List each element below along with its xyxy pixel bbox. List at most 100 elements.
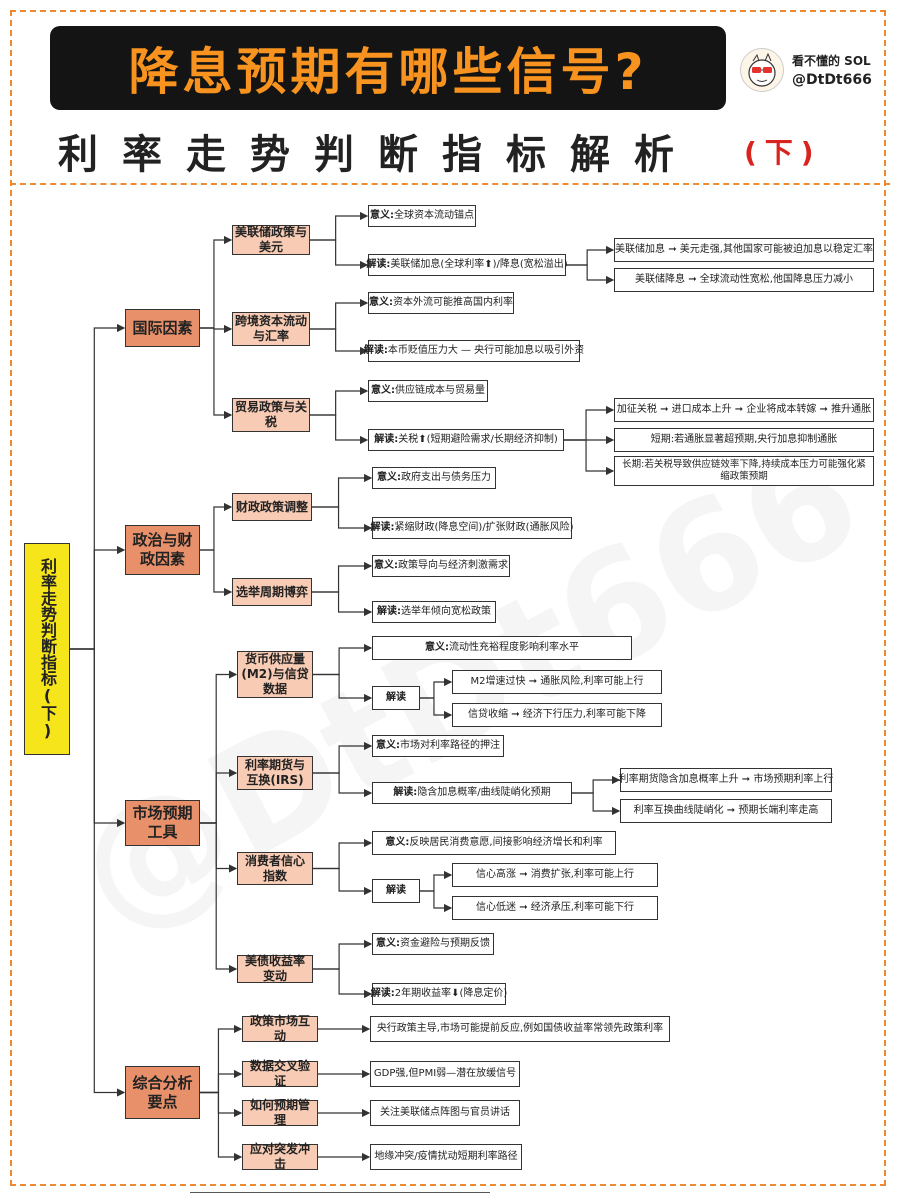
node-s2: 数据交叉验证 [242, 1059, 318, 1088]
connector-fed_j-fed_j1 [566, 245, 615, 266]
node-cci: 消费者信心指数 [237, 852, 313, 885]
node-intl: 国际因素 [125, 309, 200, 347]
connector-root-syn [70, 648, 126, 1097]
connector-m2-m2_m [313, 643, 373, 676]
node-label-prefix: 解读: [393, 786, 418, 798]
node-label: 数据交叉验证 [249, 1059, 310, 1088]
node-label-prefix: 意义: [370, 209, 394, 221]
connector-intl-fed [200, 235, 233, 329]
node-label-prefix: 解读: [377, 605, 401, 617]
node-label-prefix: 解读: [370, 987, 395, 999]
connector-intl-trade [200, 327, 233, 420]
node-label: 全球资本流动锚点 [394, 209, 474, 221]
node-label: 信心低迷 ➞ 经济承压,利率可能下行 [476, 901, 634, 913]
node-label: 信心高涨 ➞ 消费扩张,利率可能上行 [476, 868, 634, 880]
node-irs: 利率期货与互换(IRS) [237, 756, 313, 790]
connector-trade_j-trade_j1 [564, 405, 615, 441]
author-handle: @DtDt666 [792, 72, 872, 88]
connector-syn-s3 [200, 1091, 243, 1118]
node-m2-j1: M2增速过快 ➞ 通胀风险,利率可能上行 [452, 670, 662, 694]
node-label-prefix: 意义: [377, 471, 401, 483]
node-trade-j2: 短期:若通胀显著超预期,央行加息抑制通胀 [614, 428, 874, 452]
node-label-prefix: 解读: [374, 433, 399, 445]
node-fed: 美联储政策与美元 [232, 225, 310, 255]
node-label: 如何预期管理 [249, 1098, 310, 1127]
node-label: 利率期货隐含加息概率上升 ➞ 市场预期利率上行 [618, 773, 834, 785]
connector-fiscal-fiscal_m [312, 473, 373, 508]
node-label: M2增速过快 ➞ 通胀风险,利率可能上行 [470, 675, 644, 687]
connector-root-pol [70, 545, 126, 650]
node-s1-t: 央行政策主导,市场可能提前反应,例如国债收益率常领先政策利率 [370, 1016, 670, 1042]
node-m2: 货币供应量(M2)与信贷数据 [237, 651, 313, 698]
node-mkt: 市场预期工具 [125, 800, 200, 846]
node-trade-m: 意义:供应链成本与贸易量 [368, 380, 488, 402]
root-node: 利率走势判断指标(下) [24, 543, 70, 755]
node-label-prefix: 解读 [386, 691, 406, 703]
node-ust: 美债收益率变动 [237, 954, 313, 983]
node-label-prefix: 解读: [363, 344, 388, 356]
node-s1: 政策市场互动 [242, 1014, 318, 1043]
node-irs-m: 意义:市场对利率路径的押注 [372, 735, 504, 757]
node-fiscal-j: 解读:紧缩财政(降息空间)/扩张财政(通胀风险) [370, 517, 574, 539]
node-cci-j1: 信心高涨 ➞ 消费扩张,利率可能上行 [452, 863, 658, 887]
connector-syn-s2 [200, 1069, 243, 1094]
node-s4-t: 地缘冲突/疫情扰动短期利率路径 [370, 1144, 522, 1170]
node-label: 国际因素 [132, 318, 193, 337]
node-trade-j1: 加征关税 ➞ 进口成本上升 ➞ 企业将成本转嫁 ➞ 推升通胀 [614, 398, 874, 422]
connector-trade-trade_j [310, 414, 369, 445]
connector-trade-trade_m [310, 386, 369, 416]
node-label: 央行政策主导,市场可能提前反应,例如国债收益率常领先政策利率 [376, 1022, 664, 1034]
node-trade-j3: 长期:若关税导致供应链效率下降,持续成本压力可能强化紧缩政策预期 [614, 456, 874, 486]
connector-elect-elect_m [312, 561, 373, 593]
page-title: 降息预期有哪些信号? [128, 43, 648, 101]
node-label: 政策导向与经济刺激需求 [398, 559, 508, 571]
connector-ust-ust_j [313, 968, 373, 999]
node-irs-j2: 利率互换曲线陡峭化 ➞ 预期长端利率走高 [620, 799, 832, 823]
node-label: 选举周期博弈 [235, 584, 308, 599]
avatar[interactable] [740, 48, 784, 92]
node-m2-j: 解读 [372, 686, 420, 710]
node-cci-j: 解读 [372, 879, 420, 903]
connector-pol-elect [200, 549, 233, 597]
page-subtitle: 利率走势判断指标解析 [58, 132, 698, 178]
node-cci-m: 意义:反映居民消费意愿,间接影响经济增长和利率 [372, 831, 616, 855]
node-m2-j2: 信贷收缩 ➞ 经济下行压力,利率可能下降 [452, 703, 662, 727]
node-label: 美联储政策与美元 [235, 225, 308, 254]
node-elect-m: 意义:政策导向与经济刺激需求 [372, 555, 510, 577]
node-label-prefix: 意义: [374, 559, 398, 571]
node-label: 资本外流可能推高国内利率 [393, 296, 513, 308]
node-label: 地缘冲突/疫情扰动短期利率路径 [374, 1150, 518, 1162]
node-label: 美联储加息 ➞ 美元走强,其他国家可能被迫加息以稳定汇率 [615, 243, 873, 255]
node-label: 利率互换曲线陡峭化 ➞ 预期长端利率走高 [633, 804, 819, 816]
node-label-prefix: 解读: [370, 521, 395, 533]
connector-irs-irs_m [313, 741, 373, 774]
node-trade: 贸易政策与关税 [232, 398, 310, 432]
node-label: 政策市场互动 [249, 1014, 310, 1043]
node-label: 关注美联储点阵图与官员讲话 [380, 1106, 510, 1118]
node-elect: 选举周期博弈 [232, 578, 312, 606]
connector-fed_j-fed_j2 [566, 264, 615, 285]
node-label: 选举年倾向宽松政策 [401, 605, 491, 617]
author-name: 看不懂的 SOL [792, 54, 871, 68]
node-label: 加征关税 ➞ 进口成本上升 ➞ 企业将成本转嫁 ➞ 推升通胀 [616, 403, 872, 415]
node-label: 美联储降息 ➞ 全球流动性宽松,他国降息压力减小 [635, 273, 853, 285]
node-irs-j: 解读:隐含加息概率/曲线陡峭化预期 [372, 782, 572, 804]
node-label: 紧缩财政(降息空间)/扩张财政(通胀风险) [394, 521, 574, 533]
connector-mkt-cci [200, 822, 238, 873]
connector-ust-ust_m [313, 939, 373, 970]
node-label-prefix: 意义: [376, 937, 400, 949]
node-label: 反映居民消费意愿,间接影响经济增长和利率 [409, 836, 603, 848]
node-label: 贸易政策与关税 [235, 400, 308, 429]
node-trade-j: 解读:关税⬆(短期避险需求/长期经济抑制) [368, 429, 564, 451]
connector-mkt-irs [200, 768, 238, 824]
node-label: 消费者信心指数 [244, 853, 305, 883]
connector-cap-cap_j [310, 328, 369, 356]
node-label: 隐含加息概率/曲线陡峭化预期 [417, 786, 551, 798]
node-ust-m: 意义:资金避险与预期反馈 [372, 933, 494, 955]
connector-cci-cci_j [313, 867, 373, 896]
root-label: 利率走势判断指标(下) [38, 558, 57, 740]
connector-m2_j-m2_j1 [420, 677, 453, 699]
node-label: 货币供应量(M2)与信贷数据 [241, 652, 309, 696]
connector-root-intl [70, 323, 126, 650]
node-label: 市场对利率路径的押注 [400, 739, 500, 751]
